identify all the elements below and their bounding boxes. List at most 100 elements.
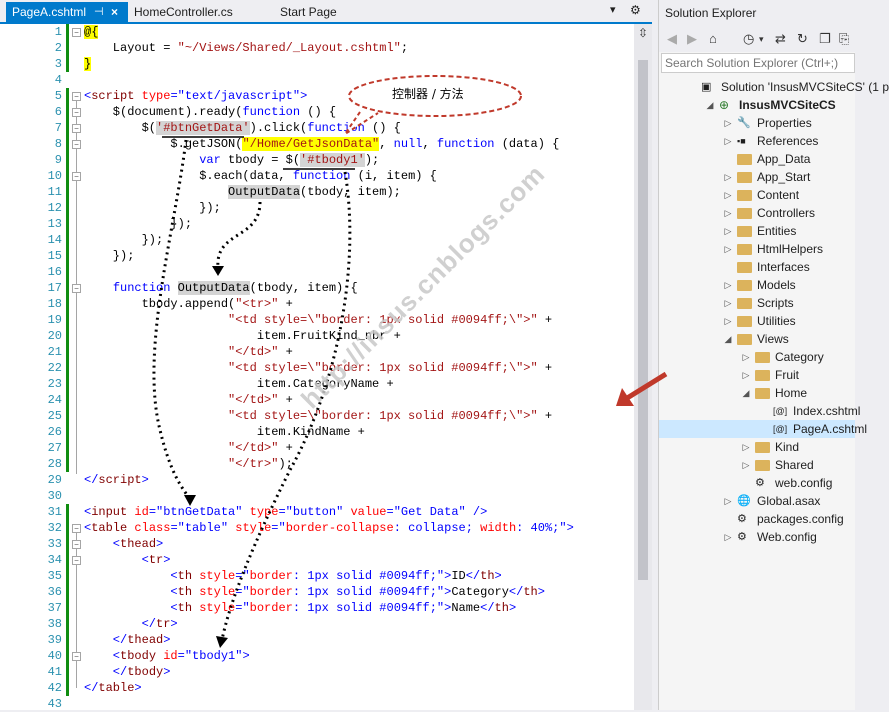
folder-icon xyxy=(737,190,752,201)
tab-list-dropdown-icon[interactable]: ▾ xyxy=(610,4,616,16)
tree-item[interactable]: [@]PageA.cshtml xyxy=(659,420,867,438)
collapse-icon[interactable]: − xyxy=(72,28,81,37)
pin-icon[interactable]: ⊣ xyxy=(94,6,104,18)
collapsed-arrow-icon[interactable]: ▷ xyxy=(724,298,732,308)
folder-icon xyxy=(737,226,752,237)
code-line-22: "<td style=\"border: 1px solid #0094ff;\… xyxy=(228,361,553,375)
collapse-icon[interactable]: − xyxy=(72,556,81,565)
tree-item[interactable]: ▷⚙Web.config xyxy=(659,528,855,546)
back-icon[interactable]: ◀ xyxy=(667,31,677,46)
code-line-11: OutputData(tbody, item); xyxy=(228,185,401,199)
tree-item[interactable]: ▷🌐Global.asax xyxy=(659,492,855,510)
search-input[interactable] xyxy=(662,54,855,72)
code-line-2: Layout = "~/Views/Shared/_Layout.cshtml"… xyxy=(84,41,409,55)
tree-item[interactable]: [@]Index.cshtml xyxy=(659,402,860,420)
collapse-icon[interactable]: − xyxy=(72,140,81,149)
collapsed-arrow-icon[interactable]: ▷ xyxy=(724,316,732,326)
collapsed-arrow-icon[interactable]: ▷ xyxy=(724,118,732,128)
tree-item[interactable]: ◢⊕InsusMVCSiteCS xyxy=(659,96,855,114)
tree-item[interactable]: App_Data xyxy=(659,150,855,168)
expanded-arrow-icon[interactable]: ◢ xyxy=(724,334,732,344)
collapsed-arrow-icon[interactable]: ▷ xyxy=(742,352,750,362)
tree-item[interactable]: ▷Shared xyxy=(659,456,855,474)
tree-item[interactable]: ▷HtmlHelpers xyxy=(659,240,855,258)
tree-item[interactable]: ◢Home xyxy=(659,384,855,402)
tab-start-page[interactable]: Start Page xyxy=(274,3,384,22)
line-number: 2 xyxy=(54,41,62,55)
collapse-icon[interactable]: − xyxy=(72,524,81,533)
tree-item[interactable]: ▷Controllers xyxy=(659,204,855,222)
code-line-25: "<td style=\"border: 1px solid #0094ff;\… xyxy=(228,409,553,423)
collapsed-arrow-icon[interactable]: ▷ xyxy=(724,172,732,182)
line-number: 18 xyxy=(47,297,62,311)
collapsed-arrow-icon[interactable]: ▷ xyxy=(742,370,750,380)
tree-item[interactable]: ▷Kind xyxy=(659,438,855,456)
expanded-arrow-icon[interactable]: ◢ xyxy=(742,388,750,398)
close-icon[interactable]: × xyxy=(111,5,119,19)
tree-item[interactable]: ▷Entities xyxy=(659,222,855,240)
collapsed-arrow-icon[interactable]: ▷ xyxy=(724,136,732,146)
copy-icon[interactable]: ⎘ xyxy=(839,31,850,46)
code-line-5: <script type="text/javascript"> xyxy=(84,89,308,103)
tree-item[interactable]: Interfaces xyxy=(659,258,855,276)
collapse-icon[interactable]: − xyxy=(72,172,81,181)
forward-icon[interactable]: ▶ xyxy=(687,31,697,46)
split-window-icon[interactable]: ⇳ xyxy=(637,26,649,40)
chevron-down-icon[interactable]: ▾ xyxy=(759,34,764,44)
tree-item[interactable]: ▷Content xyxy=(659,186,855,204)
tab-pagea-cshtml[interactable]: PageA.cshtml ⊣ × xyxy=(6,2,128,22)
code-editor[interactable]: PageA.cshtml ⊣ × HomeController.cs Start… xyxy=(0,0,652,711)
collapsed-arrow-icon[interactable]: ▷ xyxy=(724,532,732,542)
code-line-21: "</td>" + xyxy=(228,345,293,359)
tree-item[interactable]: ▷▪■References xyxy=(659,132,855,150)
collapse-icon[interactable]: − xyxy=(72,540,81,549)
code-line-20: item.FruitKind_nbr + xyxy=(84,329,401,343)
collapse-icon[interactable]: − xyxy=(72,108,81,117)
collapsed-arrow-icon[interactable]: ▷ xyxy=(724,190,732,200)
line-number: 5 xyxy=(54,89,62,103)
collapsed-arrow-icon[interactable]: ▷ xyxy=(742,460,750,470)
tree-item[interactable]: ▷Utilities xyxy=(659,312,855,330)
line-number: 21 xyxy=(47,345,62,359)
home-icon[interactable]: ⌂ xyxy=(709,31,717,46)
tree-item[interactable]: ▷🔧Properties xyxy=(659,114,855,132)
tree-item[interactable]: ▷Category xyxy=(659,348,855,366)
code-line-6: $(document).ready(function () { xyxy=(84,105,337,119)
tab-homecontroller-cs[interactable]: HomeController.cs xyxy=(128,3,268,22)
collapse-all-icon[interactable]: ❐ xyxy=(819,31,831,46)
tree-item[interactable]: ⚙web.config xyxy=(659,474,855,492)
tree-item[interactable]: ⚙packages.config xyxy=(659,510,855,528)
tree-item[interactable]: ▷Fruit xyxy=(659,366,855,384)
refresh-icon[interactable]: ↻ xyxy=(797,31,808,46)
search-box[interactable] xyxy=(661,53,855,73)
tree-item[interactable]: ▷Models xyxy=(659,276,855,294)
scrollbar-thumb[interactable] xyxy=(638,60,648,580)
expanded-arrow-icon[interactable]: ◢ xyxy=(706,100,714,110)
selected-row-highlight xyxy=(659,420,855,438)
sync-icon[interactable]: ⇄ xyxy=(775,31,786,46)
collapse-icon[interactable]: − xyxy=(72,284,81,293)
history-icon[interactable]: ◷ xyxy=(743,31,755,46)
tree-item[interactable]: ▷App_Start xyxy=(659,168,855,186)
collapse-icon[interactable]: − xyxy=(72,92,81,101)
tree-item[interactable]: ◢Views xyxy=(659,330,855,348)
collapse-icon[interactable]: − xyxy=(72,124,81,133)
gear-icon[interactable]: ⚙ xyxy=(630,3,641,17)
collapsed-arrow-icon[interactable]: ▷ xyxy=(724,496,732,506)
line-number: 10 xyxy=(47,169,62,183)
collapsed-arrow-icon[interactable]: ▷ xyxy=(724,208,732,218)
tree-item[interactable]: ▣Solution 'InsusMVCSiteCS' (1 p xyxy=(659,78,889,96)
collapsed-arrow-icon[interactable]: ▷ xyxy=(724,244,732,254)
collapse-icon[interactable]: − xyxy=(72,652,81,661)
tree-item[interactable]: ▷Scripts xyxy=(659,294,855,312)
code-line-7: $('#btnGetData').click(function () { xyxy=(84,121,401,135)
panel-splitter[interactable] xyxy=(652,0,658,710)
solution-explorer-toolbar: ◀ ▶ ⌂ ◷ ▾ ⇄ ↻ ❐ ⎘ xyxy=(659,26,855,52)
tree-item-label: References xyxy=(757,134,819,148)
code-line-40: <tbody id="tbody1"> xyxy=(84,649,250,663)
collapsed-arrow-icon[interactable]: ▷ xyxy=(724,280,732,290)
collapsed-arrow-icon[interactable]: ▷ xyxy=(724,226,732,236)
collapsed-arrow-icon[interactable]: ▷ xyxy=(742,442,750,452)
editor-vertical-scrollbar[interactable]: ⇳ xyxy=(634,24,652,710)
